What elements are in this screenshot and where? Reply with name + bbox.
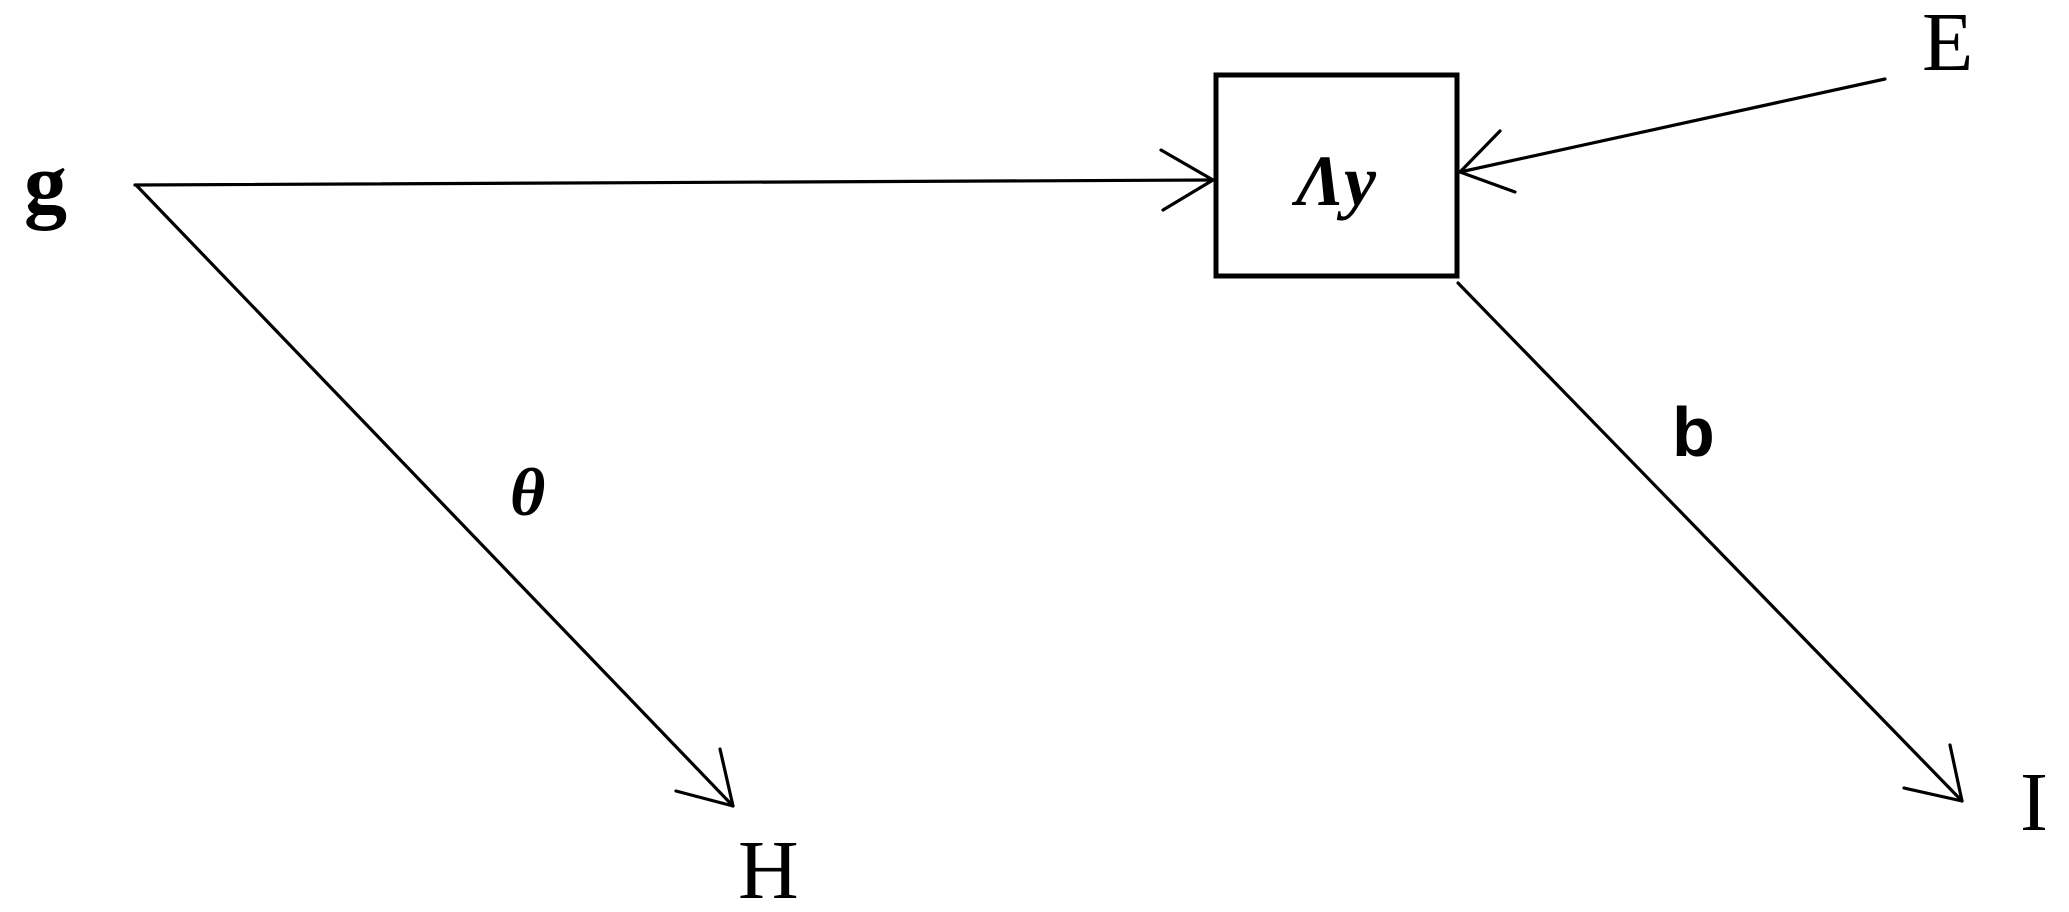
edge-line-g-to-box: [133, 178, 1215, 187]
e-node-label: E: [1922, 0, 1973, 89]
lambda-y-box: [1213, 72, 1460, 279]
arrow-g-to-box: [133, 148, 1215, 212]
h-node-label: H: [738, 824, 799, 912]
edge-line-box-to-i: [1456, 281, 1964, 803]
arrow-e-to-box: [1458, 77, 1887, 194]
arrowhead-icon: [1458, 129, 1517, 194]
arrowhead-icon: [1159, 148, 1215, 212]
i-node-label: I: [2020, 756, 2048, 849]
edge-line-e-to-box: [1458, 77, 1887, 174]
arrow-g-to-h: [135, 184, 735, 808]
b-edge-label: b: [1672, 393, 1715, 471]
g-node-label: g: [24, 135, 67, 231]
edge-line-g-to-h: [135, 184, 735, 808]
arrowhead-icon: [674, 747, 735, 808]
arrowhead-icon: [1902, 743, 1964, 803]
theta-edge-label: θ: [510, 454, 545, 530]
arrow-box-to-i: [1456, 281, 1964, 803]
lambda-y-label: Λy: [1291, 141, 1377, 221]
